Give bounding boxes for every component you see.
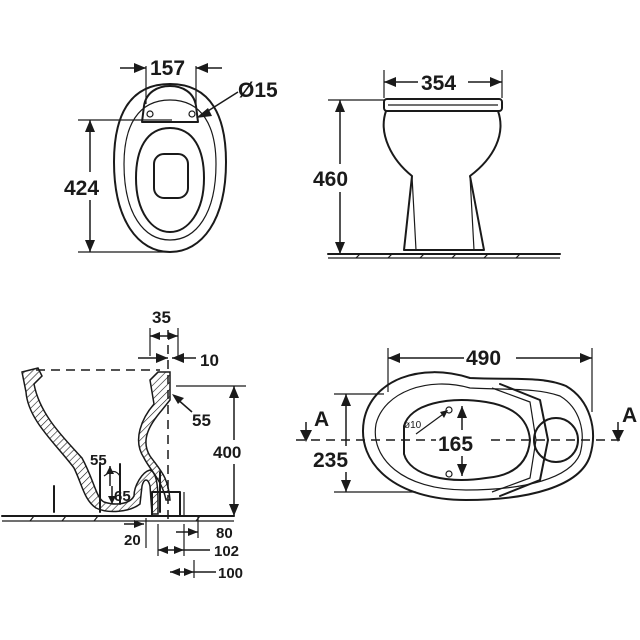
plan-view: ø10 490 235 165 A A	[296, 344, 637, 501]
dim-165: 165	[438, 433, 473, 456]
dim-10: 10	[200, 351, 219, 370]
dim-100: 100	[218, 565, 243, 582]
top-view-seat-plate	[141, 85, 199, 123]
section-body	[21, 367, 159, 515]
dim-424: 424	[64, 177, 99, 200]
plan-inner-rim	[374, 383, 583, 491]
dim-20: 20	[124, 532, 141, 549]
side-view-seat	[383, 98, 503, 112]
side-view-bowl	[382, 110, 502, 251]
dim-65: 65	[114, 488, 131, 505]
section-view: 35 10 55 400 55 65 20 80	[1, 308, 256, 582]
dim-35: 35	[152, 308, 171, 327]
section-trap	[137, 371, 171, 501]
plan-bowl	[403, 399, 531, 481]
seat-hole-right-icon	[188, 110, 196, 118]
dim-157: 157	[150, 57, 185, 80]
dim-354: 354	[421, 72, 456, 95]
side-view: 354 460	[312, 70, 561, 259]
dim-102: 102	[214, 543, 239, 560]
top-view-inner-rim	[123, 99, 217, 241]
section-mark-right: A	[622, 404, 637, 427]
dim-hole-diameter: Ø15	[238, 79, 278, 102]
dim-55-inner: 55	[90, 452, 107, 469]
top-view-outer-outline	[113, 83, 227, 253]
plan-outlet-icon	[533, 417, 579, 463]
top-view: 157 Ø15 424	[62, 57, 278, 253]
dim-400: 400	[213, 443, 241, 462]
top-view-bowl	[135, 127, 205, 233]
seat-hole-left-icon	[146, 110, 154, 118]
dim-55-top: 55	[192, 411, 211, 430]
top-view-water-spot	[153, 153, 189, 199]
plan-outer-outline	[362, 371, 594, 501]
dim-80: 80	[216, 525, 233, 542]
section-mark-left: A	[314, 408, 329, 431]
dim-460: 460	[313, 168, 348, 191]
dim-small-diameter: ø10	[404, 420, 422, 431]
dim-235: 235	[313, 449, 348, 472]
dim-490: 490	[466, 347, 501, 370]
